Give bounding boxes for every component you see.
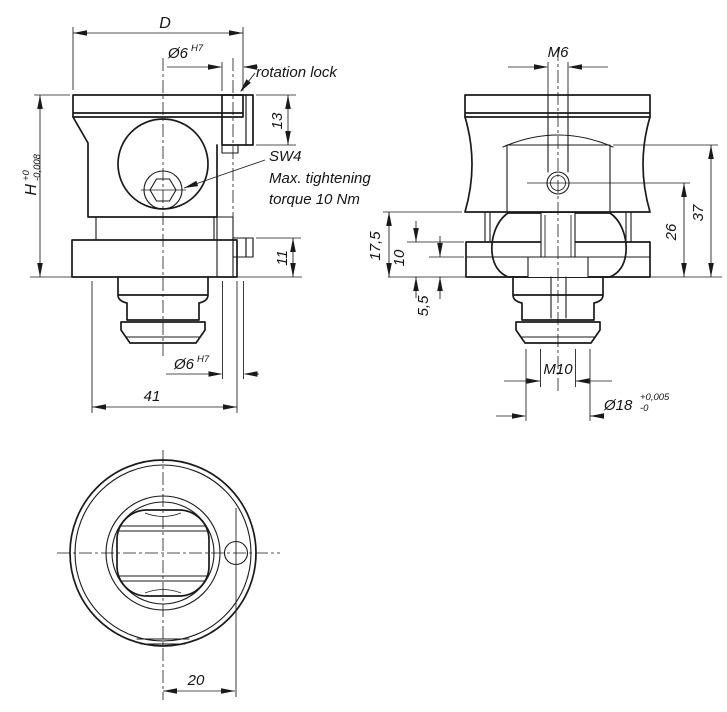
dim-17-5-label: 17,5 <box>367 231 384 261</box>
rotation-lock-label: rotation lock <box>256 64 338 81</box>
dim-20-label: 20 <box>187 672 205 689</box>
dim-dia6-bottom-fit: H7 <box>197 354 210 365</box>
torque-note-line1: Max. tightening <box>269 170 371 187</box>
front-dimensions: D Ø6 H7 rotation lock 13 <box>21 15 371 413</box>
front-section-hatch-column <box>216 216 234 278</box>
dim-h-tol-lower: -0,008 <box>32 153 43 181</box>
thread-slot <box>527 212 589 278</box>
bottom-dimensions: 20 <box>163 672 235 694</box>
clamp-dome-arc <box>502 134 614 148</box>
side-view-outline <box>464 62 690 278</box>
dim-h-label: H <box>23 184 40 196</box>
front-rotation-lock-block <box>221 94 254 154</box>
dim-dia18-tol-upper: +0,005 <box>640 392 670 403</box>
front-centerlines <box>162 58 234 356</box>
dim-h-label-group: H +0 -0,008 <box>21 153 43 195</box>
dim-dia6-bottom-label: Ø6 <box>173 356 195 373</box>
hex-size-label: SW4 <box>269 148 302 165</box>
front-view: D Ø6 H7 rotation lock 13 <box>21 15 371 413</box>
dim-dia6-top-label: Ø6 <box>167 45 189 62</box>
dim-41-label: 41 <box>144 388 161 405</box>
torque-note-line2: torque 10 Nm <box>269 191 360 208</box>
dim-11-label: 11 <box>274 250 291 266</box>
dim-dia6-top-fit: H7 <box>191 43 204 54</box>
dim-13-label: 13 <box>269 112 286 129</box>
dim-5-5-label: 5,5 <box>415 295 432 317</box>
rotation-lock-leader-arrow <box>237 79 251 94</box>
sw4-leader-arrow <box>183 180 199 191</box>
dim-h-tol-upper: +0 <box>21 169 32 181</box>
dim-dia18-label: Ø18 <box>603 397 633 414</box>
front-stud-outline <box>117 276 209 344</box>
bottom-centerlines <box>57 450 280 700</box>
dim-d-label: D <box>159 15 171 32</box>
dim-10-label: 10 <box>391 249 408 266</box>
lock-step-hatch <box>221 144 239 154</box>
dim-26-label: 26 <box>663 223 680 241</box>
side-view: M6 37 26 17,5 10 <box>367 44 722 421</box>
dim-37-label: 37 <box>690 204 707 221</box>
lock-section-hatch <box>245 94 254 146</box>
bottom-view: 20 <box>57 450 280 700</box>
dim-dia18-tol-lower: -0 <box>640 403 649 414</box>
dim-m10-label: M10 <box>543 361 573 378</box>
front-step-block <box>232 237 254 258</box>
clamp-section-hatch-dome <box>491 212 627 278</box>
dim-m6-label: M6 <box>548 44 569 61</box>
side-dimensions: M6 37 26 17,5 10 <box>367 44 722 421</box>
step-section-hatch <box>245 237 254 258</box>
